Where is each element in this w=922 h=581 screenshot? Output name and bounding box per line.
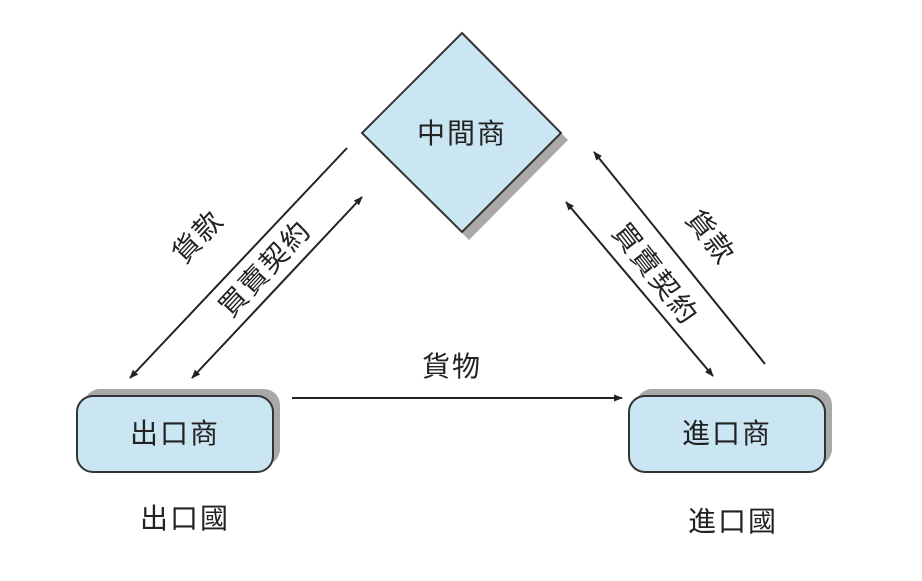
importer-label: 進口商 [682, 417, 772, 450]
left-payment-label: 貨款 [166, 203, 231, 269]
right-payment-arrow [593, 151, 766, 365]
middleman-diamond [360, 31, 563, 234]
right-payment-label: 貨款 [679, 203, 742, 271]
exporter-label: 出口商 [130, 417, 220, 450]
middleman-label: 中間商 [417, 117, 507, 150]
exporter-box [76, 395, 274, 473]
left-contract-label: 買賣契約 [212, 213, 318, 323]
goods-label: 貨物 [422, 350, 482, 383]
export-country-label: 出口國 [140, 502, 230, 535]
left-contract-arrow [191, 196, 363, 379]
import-country-label: 進口國 [688, 505, 778, 538]
importer-box [628, 395, 826, 473]
right-contract-arrow [565, 201, 714, 377]
left-payment-arrow [129, 147, 348, 379]
